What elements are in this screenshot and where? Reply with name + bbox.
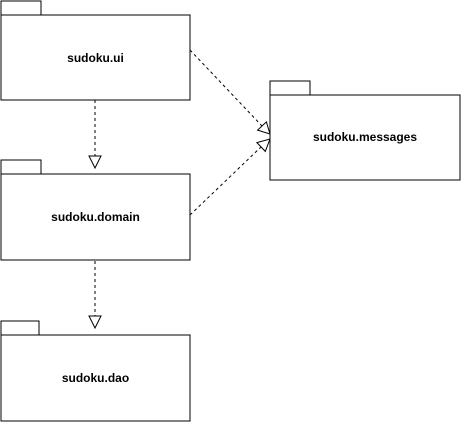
dependency-ui-domain[interactable]: [88, 100, 102, 170]
package-tab: [0, 159, 42, 175]
package-label-domain: sudoku.domain: [51, 210, 140, 224]
package-body: [0, 334, 191, 422]
package-body: [0, 14, 191, 101]
package-label-dao: sudoku.dao: [62, 371, 129, 385]
dependency-domain-messages[interactable]: [189, 138, 271, 216]
package-tab: [0, 0, 42, 16]
package-label-messages: sudoku.messages: [313, 130, 417, 144]
package-sudoku-domain[interactable]: sudoku.domain: [0, 159, 191, 261]
package-body: [0, 173, 191, 261]
dependency-domain-dao[interactable]: [88, 261, 102, 330]
package-tab: [0, 320, 40, 336]
dependency-ui-messages[interactable]: [189, 49, 271, 135]
package-label-ui: sudoku.ui: [67, 51, 124, 65]
package-sudoku-dao[interactable]: sudoku.dao: [0, 320, 191, 422]
package-body: [269, 94, 461, 181]
package-sudoku-ui[interactable]: sudoku.ui: [0, 0, 191, 101]
package-tab: [269, 80, 311, 96]
package-sudoku-messages[interactable]: sudoku.messages: [269, 80, 461, 181]
